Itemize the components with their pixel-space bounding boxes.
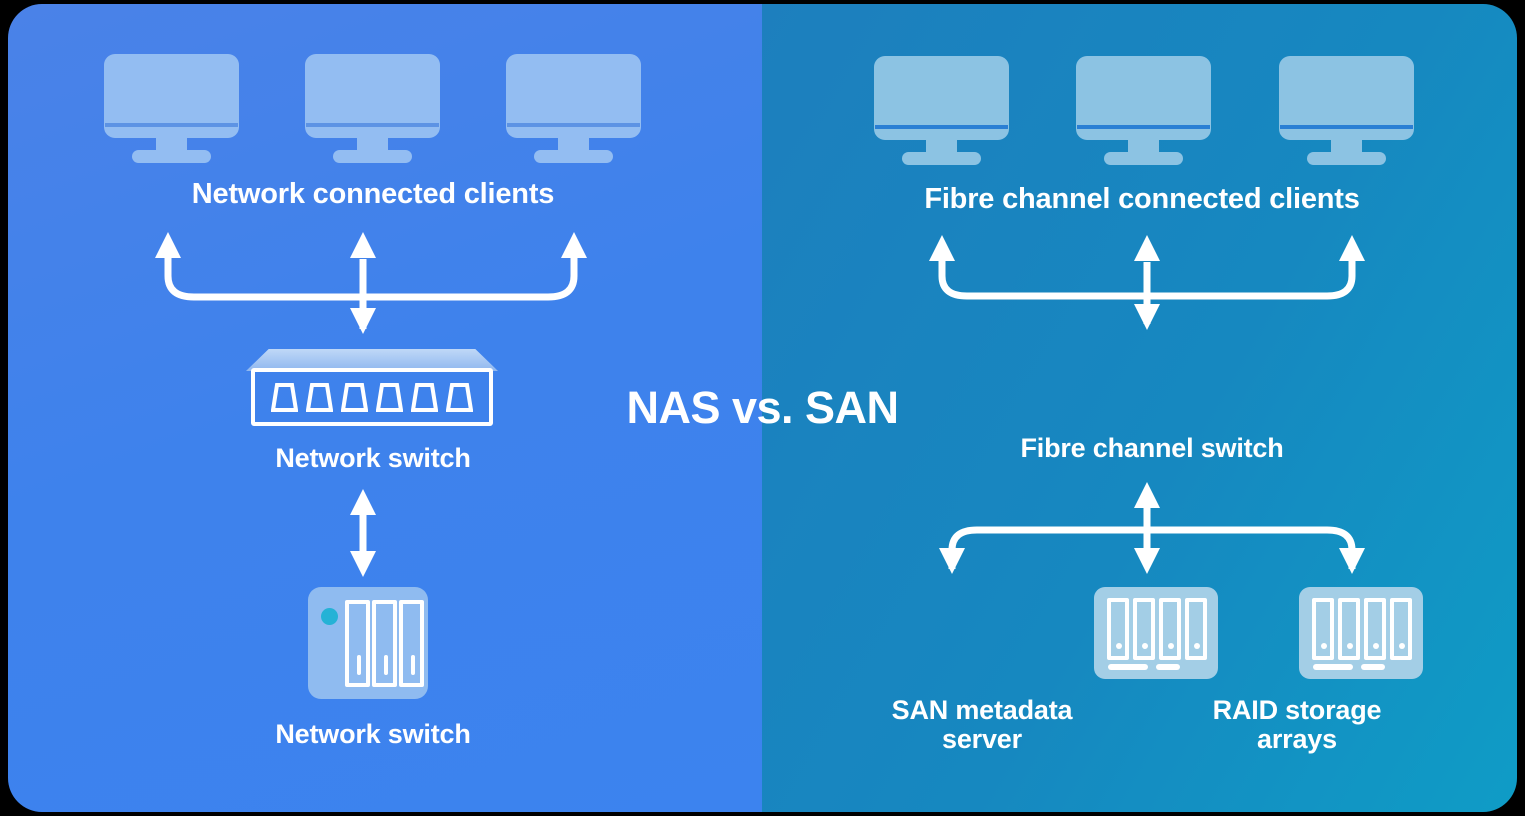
monitor-bezel-line — [306, 123, 439, 127]
nas-clients-connector — [155, 232, 587, 334]
comparison-card: Network connected clients — [8, 4, 1517, 812]
monitor-bezel-line — [105, 123, 238, 127]
page-title: NAS vs. SAN — [626, 382, 899, 433]
san-metadata-label: SAN metadata server — [891, 695, 1073, 754]
arrowhead-up-left — [929, 235, 955, 261]
raid-drive-bay — [1338, 598, 1360, 660]
switch-front-face — [251, 368, 493, 426]
monitor-bezel-line — [875, 125, 1008, 129]
san-raid-label: RAID storage arrays — [1212, 695, 1382, 754]
nas-status-led-icon — [321, 608, 338, 625]
nas-bay-handle — [357, 655, 361, 675]
nas-switch-label: Network switch — [275, 443, 471, 473]
switch-port — [271, 382, 298, 413]
raid-bay-led-icon — [1399, 643, 1405, 649]
san-clients-label: Fibre channel connected clients — [924, 183, 1360, 215]
raid-bay-led-icon — [1194, 643, 1200, 649]
raid-indicator-bar — [1361, 664, 1385, 670]
arrowhead-up-right — [561, 232, 587, 258]
san-panel: Fibre channel connected clients — [762, 4, 1517, 812]
nas-panel: Network connected clients — [8, 4, 762, 812]
nas-drive-bay — [399, 600, 424, 687]
switch-port — [306, 382, 333, 413]
raid-indicator-bar — [1156, 664, 1180, 670]
arrowhead-down — [350, 551, 376, 577]
raid-bay-led-icon — [1142, 643, 1148, 649]
arrowhead-down-center — [1134, 304, 1160, 330]
monitor-base — [534, 150, 613, 163]
san-client-monitor-2[interactable] — [1076, 56, 1211, 165]
switch-top-slab — [246, 349, 498, 371]
arrowhead-up — [350, 489, 376, 515]
arrowhead-down-center — [1134, 548, 1160, 574]
monitor-base — [902, 152, 981, 165]
raid-drive-bay — [1185, 598, 1207, 660]
arrowhead-up-left — [155, 232, 181, 258]
switch-port — [376, 382, 403, 413]
switch-port — [411, 382, 438, 413]
raid-drive-bay — [1312, 598, 1334, 660]
monitor-bezel-line — [1077, 125, 1210, 129]
network-switch-icon[interactable] — [246, 349, 498, 427]
nas-bay-handle — [384, 655, 388, 675]
san-client-monitor-1[interactable] — [874, 56, 1009, 165]
raid-drive-bay — [1364, 598, 1386, 660]
raid-bay-led-icon — [1347, 643, 1353, 649]
nas-bay-handle — [411, 655, 415, 675]
switch-port — [446, 382, 473, 413]
raid-indicator-bar — [1313, 664, 1353, 670]
nas-storage-label: Network switch — [275, 719, 471, 749]
nas-clients-label: Network connected clients — [191, 178, 555, 210]
raid-drive-bay — [1107, 598, 1129, 660]
arrowhead-up-right — [1339, 235, 1365, 261]
nas-client-monitor-3[interactable] — [506, 54, 641, 163]
raid-disk-array-icon-2[interactable] — [1299, 587, 1423, 679]
raid-indicator-bar — [1108, 664, 1148, 670]
raid-drive-bay — [1133, 598, 1155, 660]
monitor-base — [132, 150, 211, 163]
monitor-base — [1104, 152, 1183, 165]
arrowhead-up-center — [1134, 482, 1160, 508]
arrowhead-up-center — [350, 232, 376, 258]
san-storage-connector — [939, 482, 1365, 574]
arrowhead-down-left — [939, 548, 965, 574]
nas-client-monitor-2[interactable] — [305, 54, 440, 163]
raid-bay-led-icon — [1116, 643, 1122, 649]
arrowhead-up-center — [1134, 235, 1160, 261]
arrowhead-down-right — [1339, 548, 1365, 574]
raid-bay-led-icon — [1373, 643, 1379, 649]
san-client-monitor-3[interactable] — [1279, 56, 1414, 165]
switch-port — [341, 382, 368, 413]
nas-drive-bay — [372, 600, 397, 687]
nas-drive-bay — [345, 600, 370, 687]
nas-storage-connector — [350, 489, 376, 577]
raid-drive-bay — [1159, 598, 1181, 660]
nas-client-monitor-1[interactable] — [104, 54, 239, 163]
raid-bay-led-icon — [1321, 643, 1327, 649]
san-clients-connector — [929, 235, 1365, 330]
monitor-base — [1307, 152, 1386, 165]
raid-disk-array-icon-1[interactable] — [1094, 587, 1218, 679]
raid-bay-led-icon — [1168, 643, 1174, 649]
monitor-base — [333, 150, 412, 163]
monitor-bezel-line — [1280, 125, 1413, 129]
monitor-bezel-line — [507, 123, 640, 127]
raid-drive-bay — [1390, 598, 1412, 660]
nas-storage-device-icon[interactable] — [308, 587, 428, 699]
arrowhead-down-center — [350, 308, 376, 334]
san-switch-label: Fibre channel switch — [1020, 433, 1284, 463]
